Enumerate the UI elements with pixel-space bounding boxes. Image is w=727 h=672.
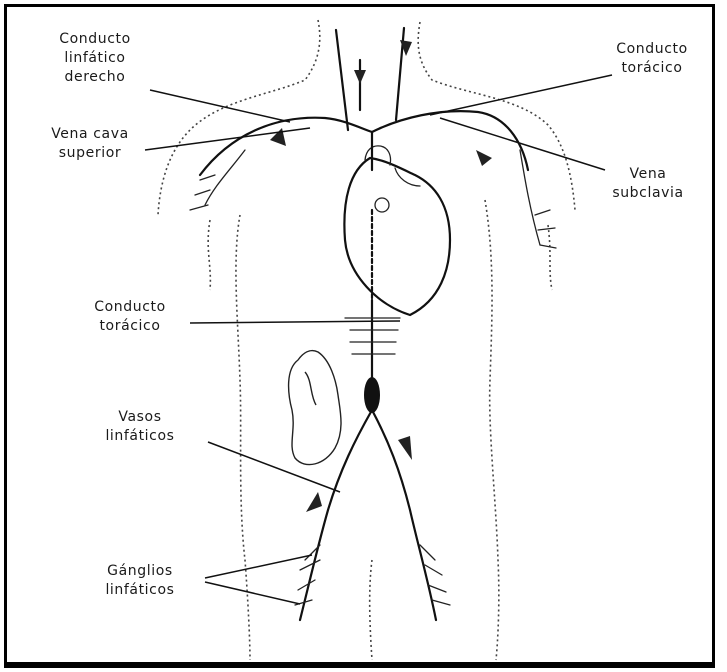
- label-conducto-toracico-top: Conducto torácico: [602, 40, 702, 78]
- lymph-vessels: [200, 28, 540, 620]
- organ-left: [289, 351, 341, 465]
- leader-lines: [145, 75, 612, 604]
- label-vena-subclavia: Vena subclavia: [598, 165, 698, 203]
- heart: [344, 146, 450, 315]
- label-conducto-toracico-mid: Conducto torácico: [75, 298, 185, 336]
- label-vena-cava-superior: Vena cava superior: [30, 125, 150, 163]
- body-outline: [158, 20, 575, 660]
- label-conducto-linfatico-derecho: Conducto linfático derecho: [40, 30, 150, 87]
- label-ganglios-linfaticos: Gánglios linfáticos: [85, 562, 195, 600]
- label-vasos-linfaticos: Vasos linfáticos: [85, 408, 195, 446]
